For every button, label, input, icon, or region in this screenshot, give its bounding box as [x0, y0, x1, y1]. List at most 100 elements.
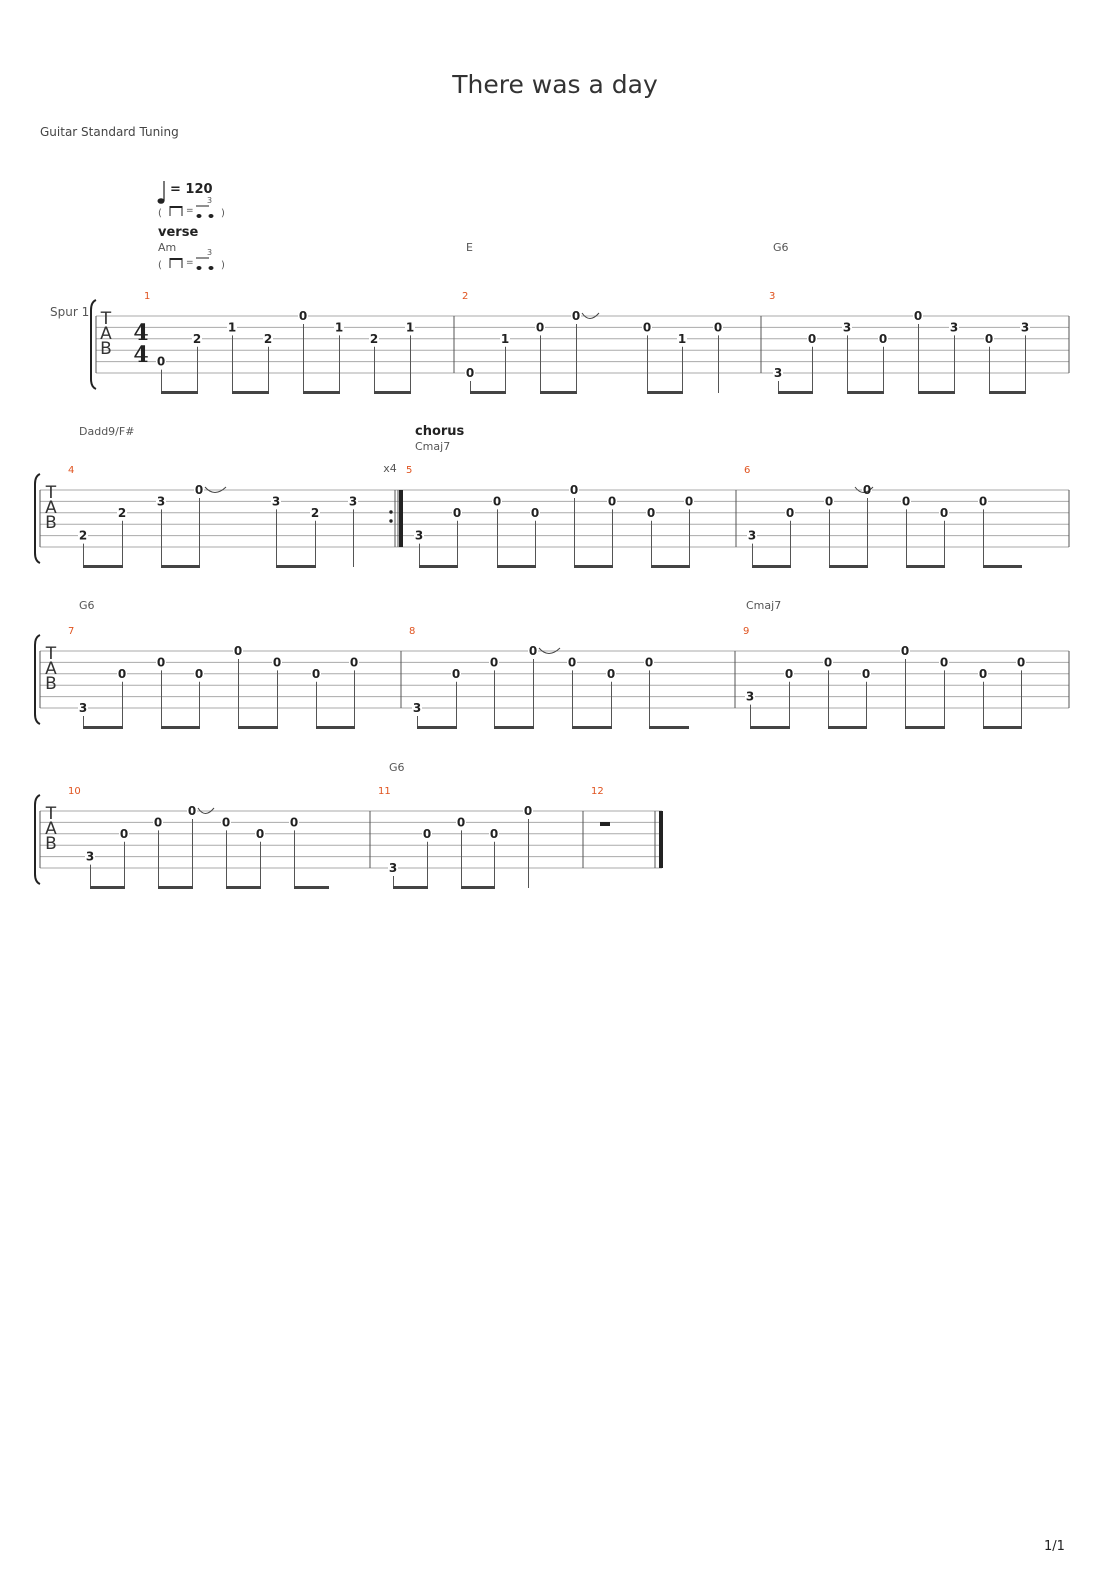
note-beam [847, 391, 884, 394]
fret-number: 0 [457, 815, 465, 829]
tie-arc [581, 312, 600, 319]
fret-background [567, 656, 577, 669]
note-beam [494, 726, 534, 729]
chord-name: Cmaj7 [746, 599, 781, 612]
swing-beam [170, 258, 182, 260]
fret-background [289, 816, 299, 829]
fret-background [156, 495, 166, 508]
fret-number: 0 [979, 494, 987, 508]
tempo-marking [157, 181, 165, 204]
note-beam [983, 726, 1022, 729]
tab-clef-letter: T [100, 309, 112, 329]
fret-background [571, 310, 581, 322]
fret-background [311, 667, 321, 680]
fret-background [194, 667, 204, 680]
swing-paren-open: ( [158, 208, 162, 219]
repeat-thick-line [399, 490, 403, 547]
fret-background [1016, 656, 1026, 669]
note-beam [232, 391, 269, 394]
note-beam [905, 726, 945, 729]
tab-clef-letter: T [45, 483, 57, 503]
fret-number: 0 [188, 804, 196, 818]
measure-number: 12 [591, 786, 604, 797]
note-beam [989, 391, 1026, 394]
swing-paren-open: ( [158, 260, 162, 271]
fret-number: 0 [195, 483, 203, 497]
fret-number: 0 [879, 332, 887, 346]
fret-background [405, 321, 415, 334]
fret-number: 1 [228, 320, 236, 334]
fret-number: 0 [312, 667, 320, 681]
note-beam [417, 726, 457, 729]
fret-number: 0 [914, 309, 922, 323]
fret-number: 0 [979, 667, 987, 681]
fret-background [861, 667, 871, 680]
fret-background [78, 529, 88, 542]
swing-marking-verse [169, 257, 214, 270]
note-beam [750, 726, 790, 729]
fret-background [489, 827, 499, 840]
fret-number: 2 [193, 332, 201, 346]
measure-number: 2 [462, 291, 468, 302]
swing-paren-close: ) [221, 208, 225, 219]
section-label-chorus: chorus [415, 424, 465, 439]
fret-number: 3 [950, 320, 958, 334]
fret-number: 0 [423, 827, 431, 841]
fret-background [492, 495, 502, 508]
triplet-mark: 3 [207, 196, 212, 205]
swing-note-head [208, 214, 214, 218]
note-beam [238, 726, 278, 729]
note-beam [470, 391, 506, 394]
fret-number: 0 [568, 655, 576, 669]
fret-number: 1 [678, 332, 686, 346]
fret-number: 1 [335, 320, 343, 334]
fret-number: 0 [157, 655, 165, 669]
fret-background [823, 656, 833, 669]
fret-number: 0 [120, 827, 128, 841]
fret-background [939, 506, 949, 519]
fret-background [913, 310, 923, 322]
tab-clef-letter: A [100, 324, 112, 344]
note-beam [161, 565, 200, 568]
fret-number: 0 [940, 655, 948, 669]
note-beam [461, 886, 495, 889]
fret-background [194, 484, 204, 496]
fret-number: 0 [466, 366, 474, 380]
fret-number: 1 [501, 332, 509, 346]
fret-number: 0 [985, 332, 993, 346]
time-signature-bottom: 4 [133, 342, 148, 368]
fret-background [773, 367, 783, 379]
fret-number: 3 [413, 701, 421, 715]
tab-clef-letter: B [45, 674, 57, 694]
fret-number: 0 [529, 644, 537, 658]
triplet-mark: 3 [207, 248, 212, 257]
note-beam [829, 565, 868, 568]
note-beam [294, 886, 329, 889]
fret-background [785, 506, 795, 519]
fret-background [272, 656, 282, 669]
note-beam [83, 565, 123, 568]
fret-background [263, 332, 273, 345]
note-beam [574, 565, 613, 568]
repeat-dot [389, 519, 393, 523]
fret-number: 3 [86, 850, 94, 864]
fret-number: 0 [808, 332, 816, 346]
note-beam [778, 391, 813, 394]
fret-number: 0 [154, 815, 162, 829]
fret-number: 0 [645, 655, 653, 669]
chord-name: E [466, 241, 473, 254]
fret-number: 3 [415, 529, 423, 543]
tie-arc [854, 486, 874, 493]
fret-background [824, 495, 834, 508]
fret-number: 3 [746, 690, 754, 704]
fret-background [642, 321, 652, 334]
chord-name: Dadd9/F# [79, 425, 134, 438]
fret-background [747, 529, 757, 542]
fret-number: 0 [256, 827, 264, 841]
chord-name: Cmaj7 [415, 440, 450, 453]
fret-background [900, 645, 910, 657]
swing-beam [170, 206, 182, 208]
fret-background [187, 805, 197, 817]
fret-number: 0 [350, 655, 358, 669]
note-beam [752, 565, 791, 568]
